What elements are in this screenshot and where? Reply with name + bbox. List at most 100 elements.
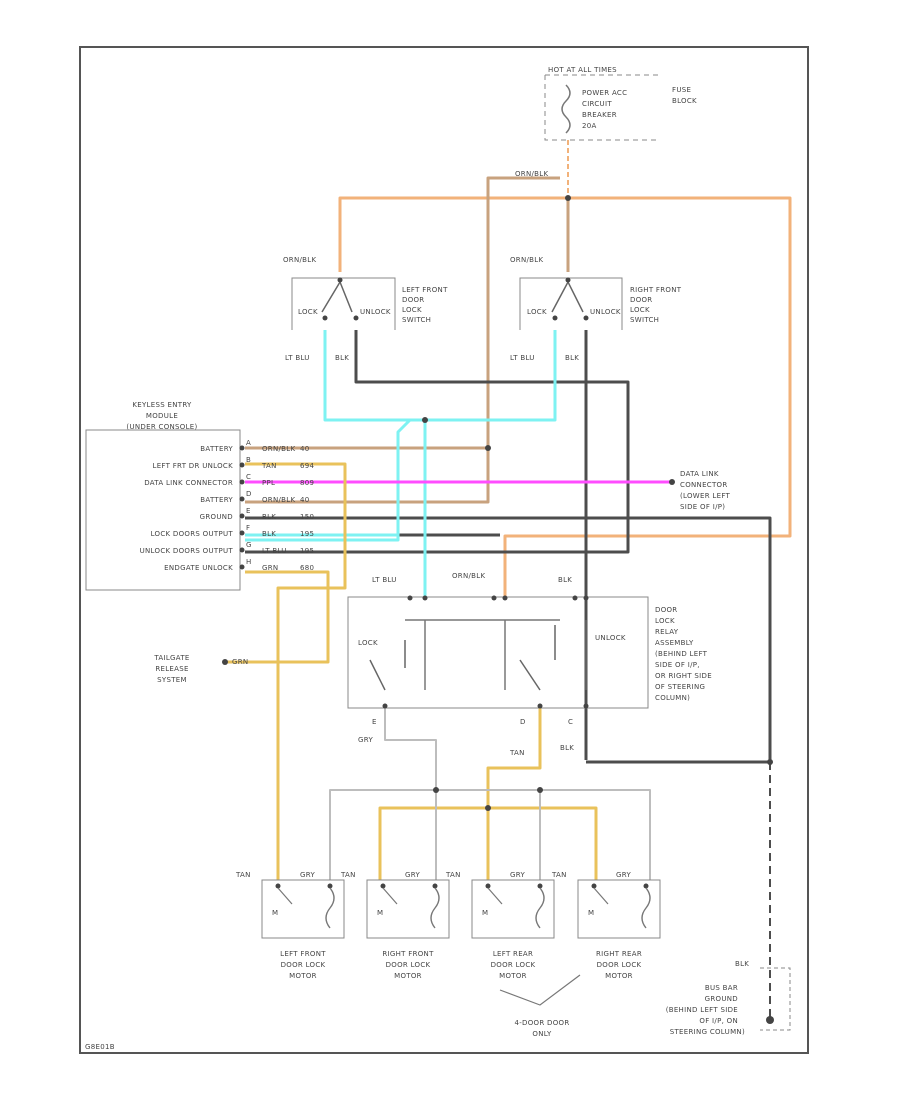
breaker-line-1: POWER ACC xyxy=(582,89,627,97)
switch-feed-label: ORN/BLK xyxy=(283,256,316,264)
module-pin-circuit: 809 xyxy=(300,479,314,487)
splice-dot xyxy=(537,787,543,793)
switch-name-line-2: DOOR xyxy=(402,296,424,304)
motor-wire-a: TAN xyxy=(235,871,251,879)
left-front-door-lock-switch: ORN/BLK LOCK UNLOCK LEFT FRONT DOOR LOCK… xyxy=(283,256,448,362)
ground-line-5: STEERING COLUMN) xyxy=(670,1028,745,1036)
module-pin-terminal xyxy=(239,445,245,451)
motor-name-line: MOTOR xyxy=(289,972,317,980)
wire-blk-ground xyxy=(245,516,772,762)
module-pin-terminal xyxy=(239,496,245,502)
splice-dot xyxy=(565,195,571,201)
motor-wire-b: GRY xyxy=(300,871,315,879)
motor-terminal xyxy=(643,883,649,889)
module-pin-letter: E xyxy=(246,507,251,515)
motor-box xyxy=(366,879,450,939)
relay-name-line-9: COLUMN) xyxy=(655,694,690,702)
module-pin-terminal xyxy=(239,513,245,519)
relay-contact xyxy=(369,659,386,691)
motor-winding-icon xyxy=(325,887,335,929)
relay-contact xyxy=(519,659,541,691)
switch-contact xyxy=(339,281,353,313)
relay-terminal xyxy=(491,595,497,601)
relay-wire-ltblu: LT BLU xyxy=(372,576,397,584)
motor-terminal xyxy=(432,883,438,889)
circuit-breaker-symbol xyxy=(561,84,571,134)
motor-winding-icon xyxy=(535,887,545,929)
wire-gry-bus xyxy=(329,789,651,880)
switch-outline xyxy=(291,277,396,330)
motor-mark: M xyxy=(482,909,488,917)
module-pin-wire: GRN xyxy=(262,564,278,572)
motor-winding-icon xyxy=(641,887,651,929)
motor-wire-b: GRY xyxy=(510,871,525,879)
splice-dot xyxy=(485,805,491,811)
motor-wire-a: TAN xyxy=(340,871,356,879)
motor-name-line: DOOR LOCK xyxy=(597,961,642,969)
wire-label-orn-blk-top: ORN/BLK xyxy=(515,170,548,178)
motor-name-line: RIGHT REAR xyxy=(596,950,642,958)
motor-terminal xyxy=(591,883,597,889)
splice-dot xyxy=(766,1016,774,1024)
splice-dot xyxy=(422,417,428,423)
four-door-line-1: 4-DOOR DOOR xyxy=(514,1019,569,1027)
motor-box xyxy=(577,879,661,939)
tailgate-release-system: TAILGATE RELEASE SYSTEM GRN xyxy=(153,654,248,684)
data-link-connector: DATA LINK CONNECTOR (LOWER LEFT SIDE OF … xyxy=(680,470,730,511)
relay-name-line-8: OF STEERING xyxy=(655,683,705,691)
breaker-line-4: 20A xyxy=(582,122,597,130)
four-door-bracket xyxy=(499,974,581,1006)
switch-unlock-label: UNLOCK xyxy=(590,308,621,316)
switch-name-line-2: DOOR xyxy=(630,296,652,304)
splice-dot xyxy=(767,759,773,765)
module-pin-label: BATTERY xyxy=(200,445,233,453)
module-pin-label: UNLOCK DOORS OUTPUT xyxy=(140,547,234,555)
motor-mark: M xyxy=(272,909,278,917)
diagram-border xyxy=(79,46,809,1054)
relay-name-line-2: LOCK xyxy=(655,617,675,625)
switch-unlock-label: UNLOCK xyxy=(360,308,391,316)
wire-gry-relay xyxy=(384,708,437,880)
motor-wire-a: TAN xyxy=(445,871,461,879)
fuse-block-line-1: FUSE xyxy=(672,86,691,94)
motor-contact xyxy=(277,887,293,905)
module-pin-wire: BLK xyxy=(262,530,276,538)
fuse-block: HOT AT ALL TIMES POWER ACC CIRCUIT BREAK… xyxy=(544,66,697,141)
module-pin-letter: B xyxy=(246,456,251,464)
module-pin-circuit: 694 xyxy=(300,462,315,470)
connector-tailgate xyxy=(222,659,228,665)
module-pin-letter: D xyxy=(246,490,252,498)
switch-terminal xyxy=(322,315,328,321)
ground-line-1: BUS BAR xyxy=(705,984,738,992)
wires xyxy=(225,140,792,1022)
module-pin-terminal xyxy=(239,547,245,553)
motor-wire-b: GRY xyxy=(405,871,420,879)
module-pin-wire: ORN/BLK xyxy=(262,445,295,453)
motor-box xyxy=(261,879,345,939)
module-title-line-3: (UNDER CONSOLE) xyxy=(126,423,197,431)
wire-yellow-module xyxy=(245,462,347,880)
relay-name-line-7: OR RIGHT SIDE xyxy=(655,672,712,680)
switch-wire-b-label: BLK xyxy=(565,354,579,362)
module-pin-circuit: 195 xyxy=(300,547,314,555)
module-pin-letter: A xyxy=(246,439,251,447)
motor-contact xyxy=(382,887,398,905)
motor-name-line: MOTOR xyxy=(605,972,633,980)
motor-terminal xyxy=(327,883,333,889)
module-pin-wire: ORN/BLK xyxy=(262,496,295,504)
door-lock-motors: TAN GRY M LEFT FRONT DOOR LOCK MOTOR TAN GRY M RI… xyxy=(235,871,661,980)
motor-mark: M xyxy=(588,909,594,917)
dlc-line-4: SIDE OF I/P) xyxy=(680,503,725,511)
motor-name-line: LEFT FRONT xyxy=(280,950,326,958)
relay-terminal xyxy=(537,703,543,709)
wire-yellow-tailgate xyxy=(225,570,330,664)
switch-terminal xyxy=(552,315,558,321)
relay-pin-d: D xyxy=(520,718,526,726)
module-title-line-1: KEYLESS ENTRY xyxy=(132,401,192,409)
relay-terminal xyxy=(502,595,508,601)
tailgate-line-3: SYSTEM xyxy=(157,676,187,684)
